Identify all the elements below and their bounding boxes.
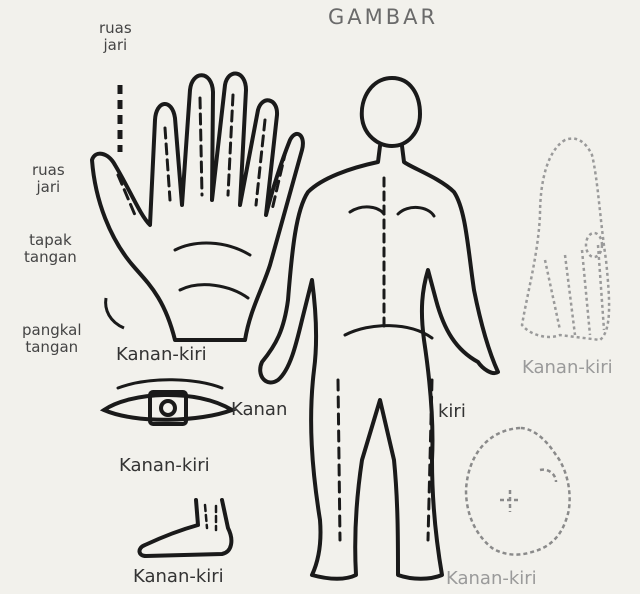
head-illustration bbox=[466, 428, 570, 555]
label-ruas-jari-top-line1: ruas bbox=[99, 20, 132, 37]
label-pangkal-tangan: pangkal tangan bbox=[22, 322, 82, 355]
body-label-kanan: Kanan bbox=[231, 400, 287, 420]
diagram-title: GAMBAR bbox=[328, 6, 438, 29]
pangkal-tangan-bracket bbox=[106, 298, 124, 328]
label-tapak-tangan-line1: tapak bbox=[24, 232, 77, 249]
leg-caption: Kanan-kiri bbox=[133, 567, 224, 587]
label-ruas-jari-top: ruas jari bbox=[99, 20, 132, 53]
label-ruas-jari-side: ruas jari bbox=[32, 162, 65, 195]
label-tapak-tangan-line2: tangan bbox=[24, 249, 77, 266]
foot-caption: Kanan-kiri bbox=[522, 358, 613, 378]
eye-illustration bbox=[104, 380, 232, 424]
foot-illustration bbox=[522, 139, 609, 340]
label-ruas-jari-side-line2: jari bbox=[32, 179, 65, 196]
leg-illustration bbox=[139, 500, 231, 556]
hand-caption: Kanan-kiri bbox=[116, 345, 207, 365]
label-ruas-jari-top-line2: jari bbox=[99, 37, 132, 54]
label-pangkal-tangan-line1: pangkal bbox=[22, 322, 82, 339]
body-illustration bbox=[260, 78, 498, 579]
body-label-kiri: kiri bbox=[438, 402, 466, 422]
eye-caption: Kanan-kiri bbox=[119, 456, 210, 476]
label-ruas-jari-side-line1: ruas bbox=[32, 162, 65, 179]
label-tapak-tangan: tapak tangan bbox=[24, 232, 77, 265]
hand-illustration bbox=[92, 74, 303, 340]
label-pangkal-tangan-line2: tangan bbox=[22, 339, 82, 356]
head-caption: Kanan-kiri bbox=[446, 569, 537, 589]
